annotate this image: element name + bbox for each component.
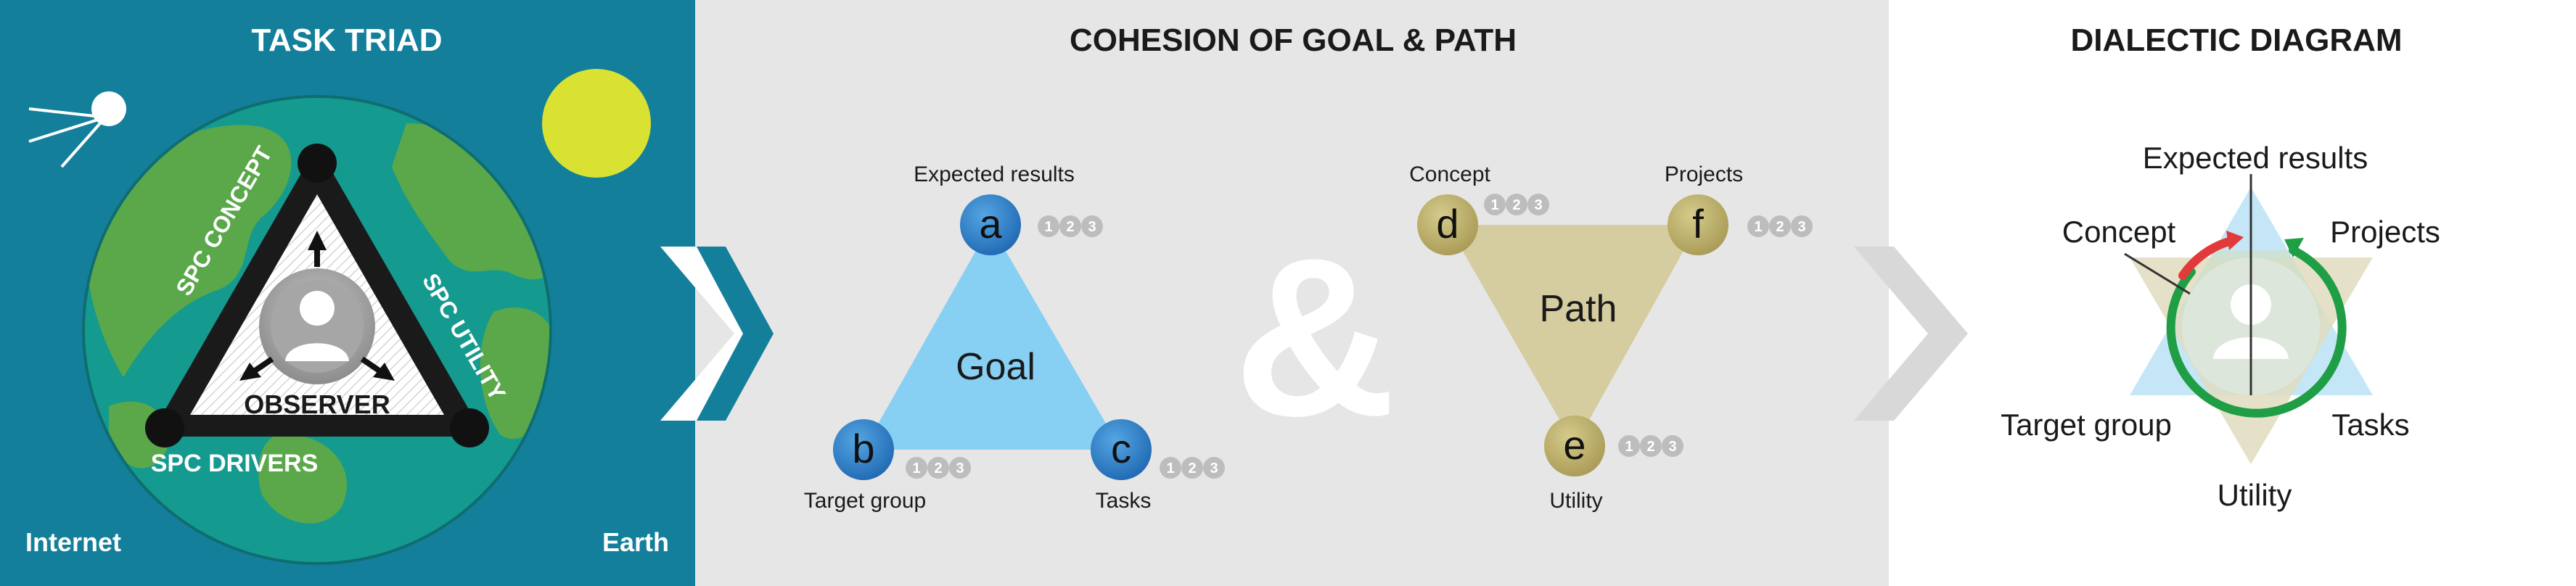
person-icon [259, 268, 375, 384]
target-group-label: Target group [2001, 408, 2172, 442]
concept-pointer [2124, 252, 2191, 295]
goal-node-a-letter: a [979, 201, 1002, 247]
sun-icon [542, 69, 651, 178]
step-2-label: 2 [1188, 461, 1196, 476]
triad-vertex-right [450, 408, 489, 447]
goal-node-c-label: Tasks [1096, 489, 1152, 513]
cycle-arrow-red-head [2226, 231, 2244, 250]
path-node-d [1417, 194, 1478, 255]
step-number-group: 1 2 3 1 2 3 1 2 3 [906, 215, 1225, 479]
cycle-arrow-red [2178, 237, 2234, 280]
earth-label: Earth [602, 527, 669, 557]
path-node-e-letter: e [1563, 422, 1586, 468]
step-1-label: 1 [912, 461, 920, 476]
step-1-label: 1 [1625, 439, 1633, 455]
observer-arrows [239, 231, 395, 381]
triad-vertex-top [298, 144, 337, 183]
goal-node-a [960, 194, 1021, 255]
step-2-label: 2 [1646, 439, 1654, 455]
step-2-label: 2 [1066, 219, 1074, 235]
path-node-d-letter: d [1436, 201, 1459, 247]
path-node-f-letter: f [1692, 201, 1704, 247]
step-3-label: 3 [1797, 219, 1805, 235]
path-node-f [1668, 194, 1728, 255]
goal-node-b-letter: b [852, 426, 874, 471]
step-3-label: 3 [1210, 461, 1218, 476]
step-3-label: 3 [1088, 219, 1096, 235]
goal-node-c [1091, 419, 1152, 480]
step-2-label: 2 [1776, 219, 1784, 235]
cycle-arrow-green [2166, 246, 2347, 418]
path-label: Path [1540, 288, 1617, 330]
goal-triangle [864, 225, 1121, 450]
cohesion-title: COHESION OF GOAL & PATH [1070, 22, 1517, 58]
task-triad-title: TASK TRIAD [251, 22, 442, 58]
step-1-label: 1 [1754, 219, 1762, 235]
goal-node-b-label: Target group [804, 489, 926, 513]
goal-node-c-letter: c [1111, 426, 1131, 471]
step-3-label: 3 [956, 461, 964, 476]
cycle-arrow-green-head [2284, 238, 2304, 257]
chevron-right-icon [697, 247, 774, 421]
concept-label: Concept [2062, 215, 2176, 249]
cohesion-panel [695, 0, 1889, 586]
observer-label: OBSERVER [244, 389, 390, 419]
tasks-label: Tasks [2331, 408, 2409, 442]
spc-drivers-label: SPC DRIVERS [151, 450, 319, 477]
chevron-right-icon [1854, 247, 1968, 421]
goal-label: Goal [956, 346, 1035, 388]
path-node-f-label: Projects [1665, 162, 1743, 186]
dialectic-title: DIALECTIC DIAGRAM [2070, 22, 2402, 58]
path-node-e-label: Utility [1549, 489, 1602, 513]
utility-label: Utility [2218, 478, 2292, 512]
path-node-e [1544, 416, 1605, 476]
ampersand-icon: & [1234, 211, 1396, 463]
step-1-label: 1 [1490, 197, 1498, 213]
expected-results-label: Expected results [2143, 141, 2368, 175]
step-2-label: 2 [1512, 197, 1520, 213]
step-1-label: 1 [1044, 219, 1052, 235]
step-1-badge [1038, 215, 1059, 237]
goal-node-a-label: Expected results [914, 162, 1075, 186]
path-node-d-label: Concept [1409, 162, 1490, 186]
path-triangle [1448, 225, 1698, 446]
internet-label: Internet [25, 527, 121, 557]
step-2-label: 2 [934, 461, 942, 476]
triad-vertex-left [145, 408, 184, 447]
step-number-group: 1 2 3 1 2 3 1 2 3 [1484, 194, 1813, 457]
projects-label: Projects [2330, 215, 2440, 249]
step-1-label: 1 [1166, 461, 1174, 476]
step-3-label: 3 [1534, 197, 1542, 213]
satellite-icon [28, 91, 126, 168]
goal-node-b [833, 419, 894, 480]
step-3-label: 3 [1668, 439, 1676, 455]
